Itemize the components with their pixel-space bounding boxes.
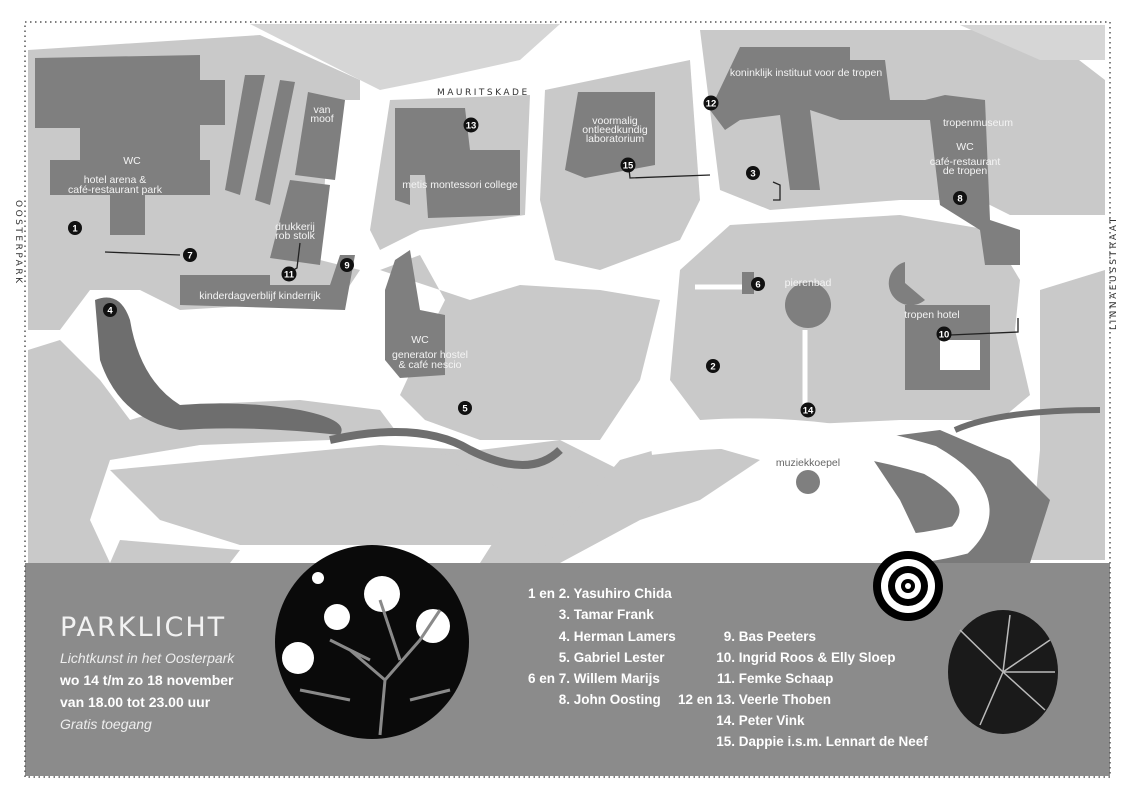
artist-item: 10. Ingrid Roos & Elly Sloep — [716, 650, 896, 665]
artist-item: 3. Tamar Frank — [558, 607, 654, 622]
wc-label: WC — [123, 155, 141, 167]
svg-text:15: 15 — [623, 161, 634, 172]
svg-text:9: 9 — [344, 261, 349, 272]
svg-text:4: 4 — [107, 306, 113, 317]
event-hours: van 18.00 tot 23.00 uur — [60, 694, 211, 710]
label-kit: koninklijk instituut voor de tropen — [730, 67, 882, 79]
street-oosterpark: OOSTERPARK — [13, 200, 23, 285]
marker-3[interactable]: 3 — [746, 166, 760, 180]
event-subtitle: Lichtkunst in het Oosterpark — [60, 650, 235, 666]
label-lab-2: ontleedkundig — [582, 124, 648, 136]
wc-label-tropen: WC — [956, 141, 974, 153]
target-artwork — [873, 551, 943, 621]
svg-text:8: 8 — [957, 194, 962, 205]
artist-item: 8. John Oosting — [558, 692, 661, 707]
wc-label-generator: WC — [411, 334, 429, 346]
label-hotel-arena-2: café-restaurant park — [68, 184, 163, 196]
marker-14[interactable]: 14 — [800, 402, 816, 418]
svg-text:12: 12 — [706, 99, 717, 110]
marker-7[interactable]: 7 — [183, 248, 197, 262]
svg-text:10: 10 — [939, 330, 950, 341]
label-drukkerij-2: rob stolk — [275, 230, 315, 242]
label-cafe-tropen-2: de tropen — [943, 165, 988, 177]
label-metis: metis montessori college — [402, 179, 518, 191]
label-tropenmuseum: tropenmuseum — [943, 117, 1013, 129]
svg-text:11: 11 — [284, 270, 295, 281]
marker-10[interactable]: 10 — [936, 326, 952, 342]
marker-8[interactable]: 8 — [953, 191, 967, 205]
svg-text:6: 6 — [755, 280, 760, 291]
tree-artwork — [275, 545, 469, 739]
marker-12[interactable]: 12 — [703, 95, 719, 111]
marker-15[interactable]: 15 — [620, 157, 636, 173]
stream-east — [953, 407, 1101, 433]
street-mauritskade: MAURITSKADE — [437, 88, 530, 98]
street-linnaeusstraat: LINNAEUSSTRAAT — [1109, 215, 1119, 330]
pond — [95, 297, 342, 435]
marker-9[interactable]: 9 — [340, 258, 354, 272]
label-cafe-tropen-1: café-restaurant — [930, 156, 1001, 168]
artist-item: 15. Dappie i.s.m. Lennart de Neef — [716, 734, 928, 749]
marker-1[interactable]: 1 — [68, 221, 82, 235]
marker-5[interactable]: 5 — [458, 401, 472, 415]
artist-item: 11. Femke Schaap — [716, 671, 834, 686]
artist-item: 9. Bas Peeters — [723, 629, 817, 644]
event-title: PARKLICHT — [60, 612, 227, 643]
artist-item: 6 en 7. Willem Marijs — [527, 671, 660, 686]
buildings — [35, 47, 1020, 494]
label-lab-3: laboratorium — [586, 133, 645, 145]
label-muziekkoepel: muziekkoepel — [776, 457, 840, 469]
svg-text:14: 14 — [803, 406, 814, 417]
label-generator-1: generator hostel — [392, 349, 468, 361]
artist-item: 12 en 13. Veerle Thoben — [677, 692, 832, 707]
artist-item: 5. Gabriel Lester — [558, 650, 665, 665]
marker-11[interactable]: 11 — [281, 266, 297, 282]
event-dates: wo 14 t/m zo 18 november — [60, 672, 234, 688]
artist-item: 4. Herman Lamers — [558, 629, 676, 644]
label-kinderdagverblijf: kinderdagverblijf kinderrijk — [199, 290, 321, 302]
svg-text:2: 2 — [710, 362, 715, 373]
light-rays-artwork — [948, 610, 1058, 734]
svg-text:13: 13 — [466, 121, 477, 132]
marker-6[interactable]: 6 — [751, 277, 765, 291]
artist-item: 1 en 2. Yasuhiro Chida — [527, 586, 672, 601]
label-generator-2: & café nescio — [398, 359, 461, 371]
label-drukkerij-1: drukkerij — [275, 221, 315, 233]
label-pierenbad: pierenbad — [785, 277, 832, 289]
label-van-moof-1: van — [314, 104, 331, 116]
svg-text:5: 5 — [462, 404, 468, 415]
svg-text:3: 3 — [750, 169, 755, 180]
svg-text:1: 1 — [72, 224, 78, 235]
label-hotel-arena-1: hotel arena & — [84, 174, 146, 186]
event-admission: Gratis toegang — [60, 716, 152, 732]
marker-13[interactable]: 13 — [463, 117, 479, 133]
svg-text:7: 7 — [187, 251, 192, 262]
location-markers: 1 2 3 4 5 6 7 8 9 10 11 12 13 14 15 — [68, 95, 967, 418]
marker-2[interactable]: 2 — [706, 359, 720, 373]
stream — [329, 428, 563, 469]
artist-item: 14. Peter Vink — [716, 713, 805, 728]
label-van-moof-2: moof — [310, 113, 333, 125]
label-lab-1: voormalig — [592, 115, 638, 127]
label-tropen-hotel: tropen hotel — [904, 309, 959, 321]
marker-4[interactable]: 4 — [103, 303, 117, 317]
park-paths — [648, 284, 990, 567]
